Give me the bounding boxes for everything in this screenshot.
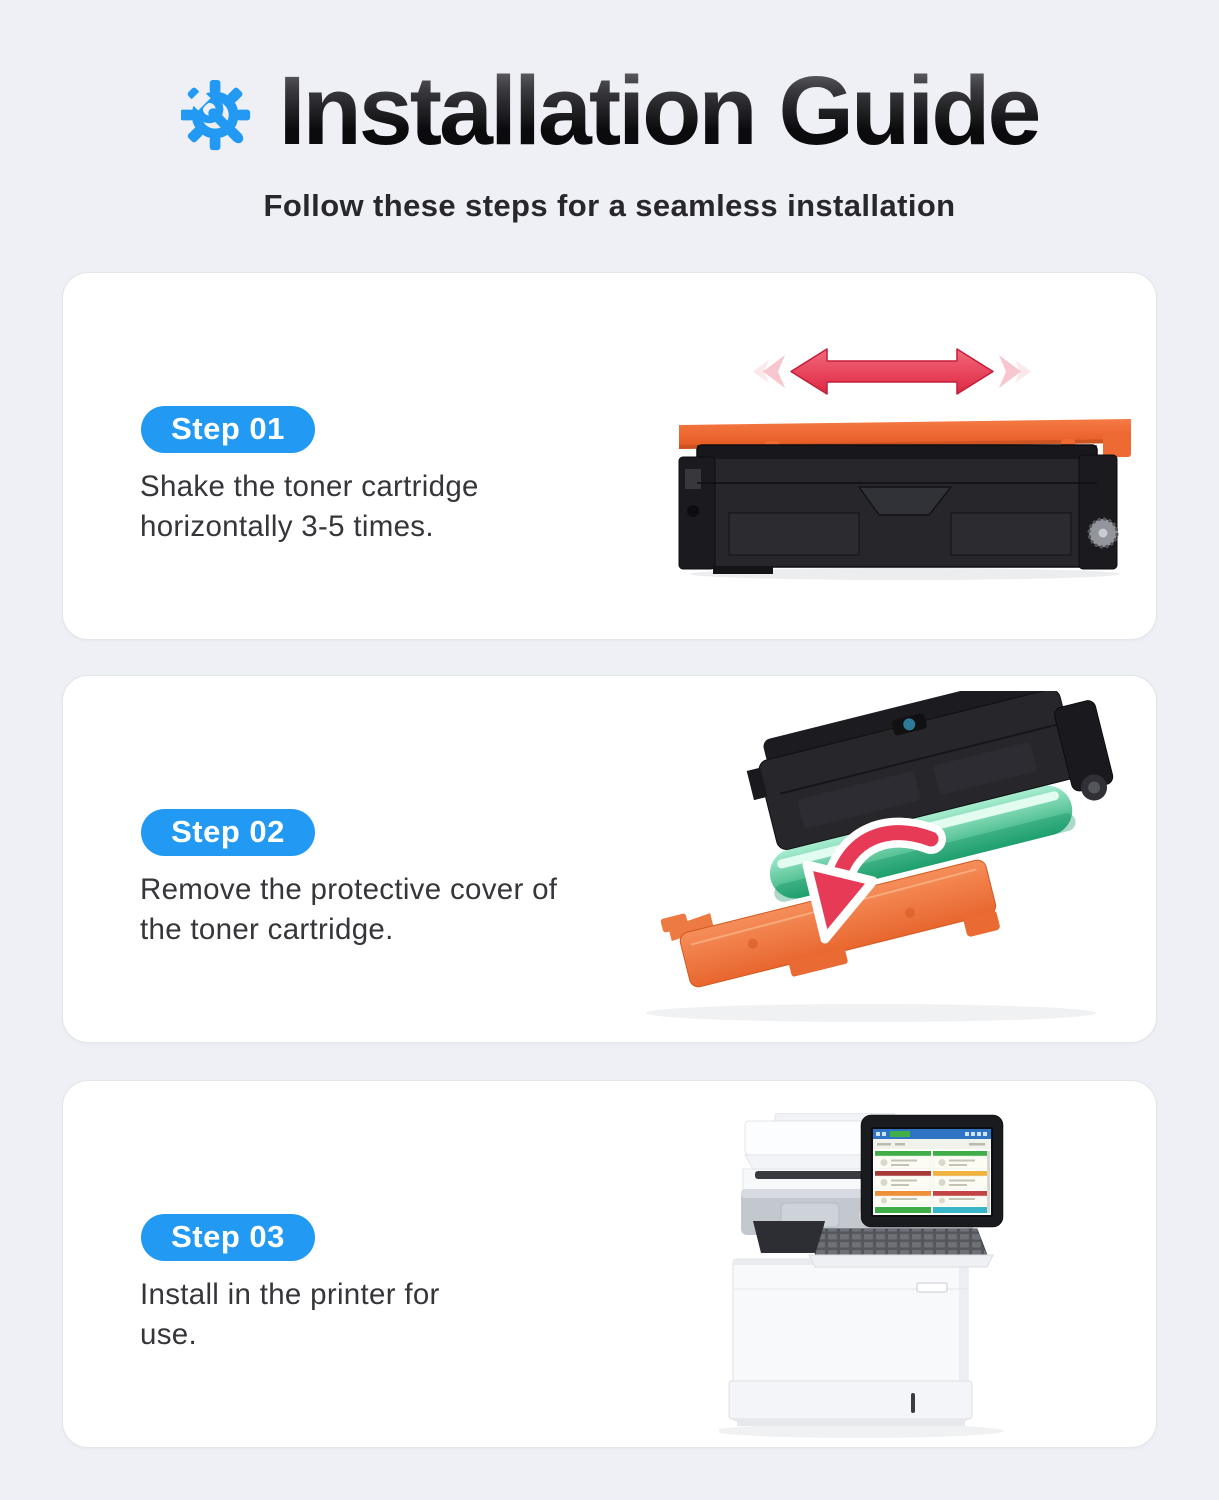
header: Installation Guide bbox=[0, 62, 1219, 159]
shadow bbox=[719, 1424, 1004, 1438]
shadow bbox=[646, 1004, 1096, 1022]
red-double-arrow bbox=[790, 348, 994, 395]
toner-cartridge-front bbox=[678, 419, 1131, 580]
step-3-line-1: Install in the printer for bbox=[140, 1278, 440, 1311]
toner-cartridge-shake-illustration bbox=[678, 348, 1131, 580]
step-2-description: Remove the protective cover of the toner… bbox=[140, 870, 557, 950]
step-1-badge: Step 01 bbox=[141, 406, 315, 453]
step-1-description: Shake the toner cartridge horizontally 3… bbox=[140, 467, 479, 547]
curved-removal-arrow bbox=[802, 817, 946, 944]
step-card-2: Step 02 Remove the protective cover of t… bbox=[62, 675, 1157, 1043]
step-3-line-2: use. bbox=[140, 1318, 197, 1351]
step-2-line-2: the toner cartridge. bbox=[140, 913, 394, 946]
step-1-line-1: Shake the toner cartridge bbox=[140, 470, 479, 503]
step-3-badge: Step 03 bbox=[141, 1214, 315, 1261]
step-1-line-2: horizontally 3-5 times. bbox=[140, 510, 434, 543]
page-subtitle: Follow these steps for a seamless instal… bbox=[263, 188, 956, 223]
step-card-3: Step 03 Install in the printer for use. bbox=[62, 1080, 1157, 1448]
page-title: Installation Guide bbox=[278, 56, 1042, 165]
printer-body bbox=[728, 1258, 973, 1426]
step-2-badge: Step 02 bbox=[141, 809, 315, 856]
output-tray bbox=[753, 1221, 825, 1253]
gear-wrench-icon-svg bbox=[179, 79, 250, 150]
step-card-1: Step 01 Shake the toner cartridge horizo… bbox=[62, 272, 1157, 640]
step-2-line-1: Remove the protective cover of bbox=[140, 873, 558, 906]
shake-echo-chevrons bbox=[753, 355, 1031, 388]
toner-cartridge-cover-removal-illustration bbox=[646, 691, 1114, 1022]
keyboard bbox=[808, 1225, 994, 1268]
touchscreen bbox=[860, 1114, 1004, 1228]
step-3-description: Install in the printer for use. bbox=[140, 1275, 440, 1355]
wrench bbox=[188, 88, 243, 143]
gear-wrench-icon bbox=[179, 79, 255, 153]
printer-illustration bbox=[719, 1113, 1004, 1438]
